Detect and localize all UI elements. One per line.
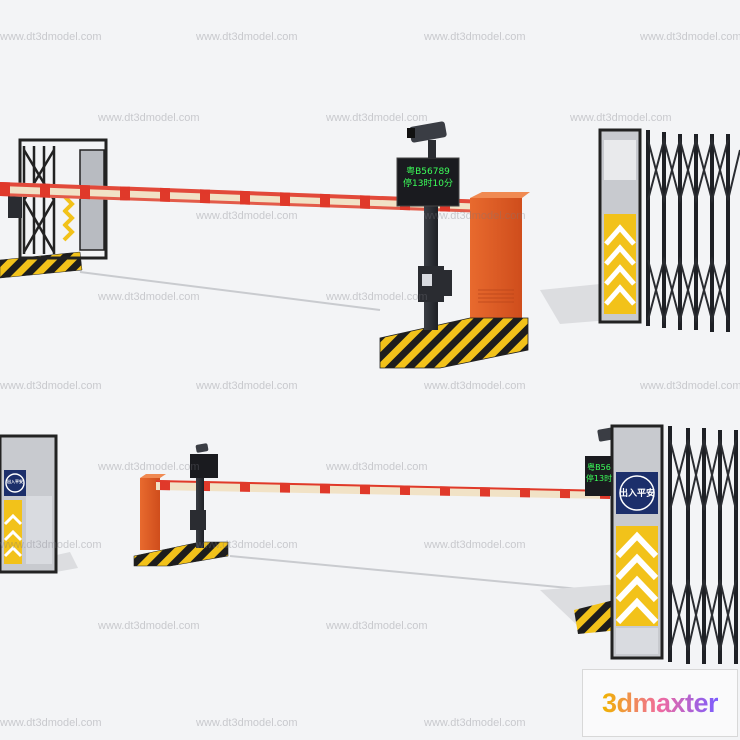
watermark: www.dt3dmodel.com xyxy=(326,291,428,303)
watermark: www.dt3dmodel.com xyxy=(326,112,428,124)
watermark: www.dt3dmodel.com xyxy=(326,461,428,473)
watermark: www.dt3dmodel.com xyxy=(98,461,200,473)
watermark: www.dt3dmodel.com xyxy=(98,620,200,632)
led-plate-line-small: 粤B56 xyxy=(587,463,611,472)
watermark: www.dt3dmodel.com xyxy=(196,380,298,392)
watermark: www.dt3dmodel.com xyxy=(0,31,102,43)
watermark: www.dt3dmodel.com xyxy=(424,210,526,222)
watermark: www.dt3dmodel.com xyxy=(424,539,526,551)
gate-sign-text-small: 出入平安 xyxy=(7,479,23,484)
watermark: www.dt3dmodel.com xyxy=(196,31,298,43)
watermark: www.dt3dmodel.com xyxy=(98,291,200,303)
watermark: www.dt3dmodel.com xyxy=(424,717,526,729)
folding-gate-top-right xyxy=(540,128,740,332)
led-plate-line: 粤B56789 xyxy=(406,167,450,177)
brand-logo-text: 3dmaxter xyxy=(601,687,719,718)
barrier-top xyxy=(0,121,530,369)
folding-gate-bottom-right xyxy=(540,424,738,664)
watermark: www.dt3dmodel.com xyxy=(424,380,526,392)
watermark: www.dt3dmodel.com xyxy=(570,112,672,124)
watermark: www.dt3dmodel.com xyxy=(640,380,740,392)
watermark: www.dt3dmodel.com xyxy=(326,620,428,632)
watermark: www.dt3dmodel.com xyxy=(0,380,102,392)
gate-sign-text: 出入平安 xyxy=(618,489,655,499)
watermark: www.dt3dmodel.com xyxy=(196,539,298,551)
brand-logo: 3dmaxter xyxy=(582,669,738,737)
watermark: www.dt3dmodel.com xyxy=(0,717,102,729)
barrier-bottom xyxy=(133,443,610,591)
led-time-line: 停13时10分 xyxy=(403,179,453,189)
folding-gate-top-left xyxy=(0,138,108,279)
watermark: www.dt3dmodel.com xyxy=(196,210,298,222)
led-display-large: 粤B56789 停13时10分 xyxy=(397,166,459,190)
watermark: www.dt3dmodel.com xyxy=(0,539,102,551)
led-time-line-small: 停13时 xyxy=(585,474,613,483)
watermark: www.dt3dmodel.com xyxy=(424,31,526,43)
watermark: www.dt3dmodel.com xyxy=(640,31,740,43)
watermark: www.dt3dmodel.com xyxy=(98,112,200,124)
watermark: www.dt3dmodel.com xyxy=(196,717,298,729)
led-display-small: 粤B56 停13时 xyxy=(585,462,613,484)
gate-post-bottom-left xyxy=(0,434,78,574)
